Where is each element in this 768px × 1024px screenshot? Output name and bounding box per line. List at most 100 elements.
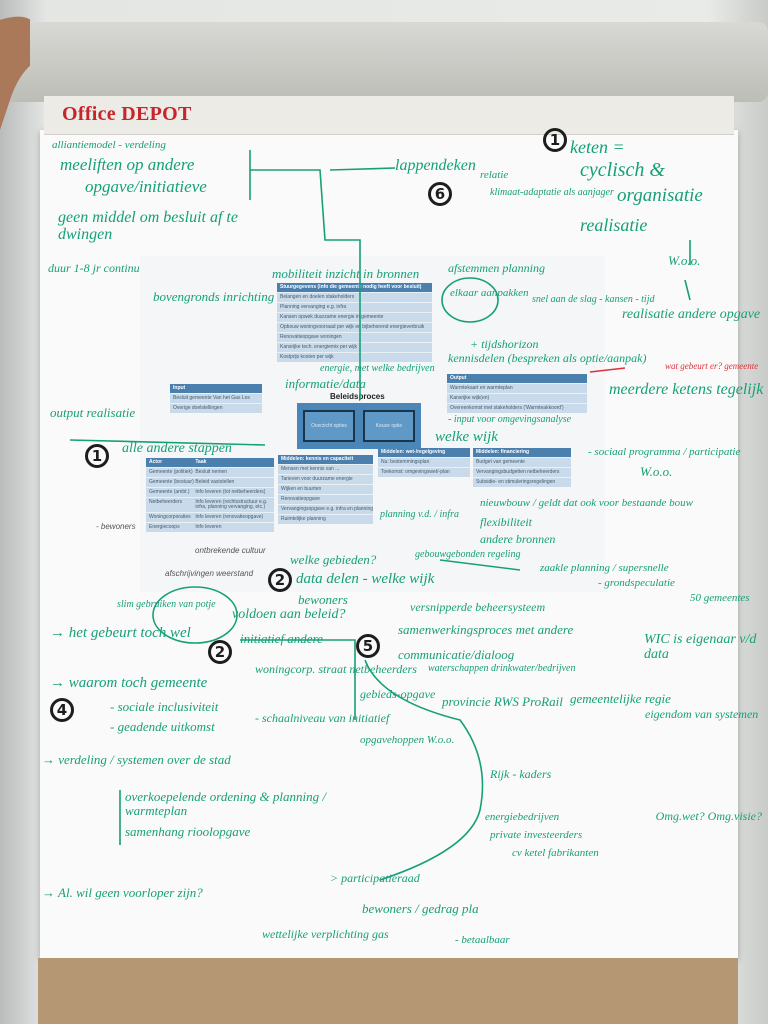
handwritten-note: flexibiliteit	[480, 515, 532, 529]
handwritten-note: eigendom van systemen	[645, 707, 759, 721]
brand-logo: Office DEPOT	[62, 103, 192, 125]
table-row: Wijken en buurten	[278, 484, 373, 494]
handwritten-note: keten =	[570, 137, 625, 157]
handwritten-note: W.o.o.	[640, 464, 673, 479]
handwritten-note: welke wijk	[435, 429, 498, 445]
handwritten-note: → waarom toch gemeente	[50, 675, 208, 691]
table-row: Kansrijke wijk(en)	[447, 393, 587, 403]
handwritten-note: overkoepelende ordening & planning / war…	[125, 789, 326, 818]
process-step: Keuze optie	[363, 410, 415, 442]
handwritten-note: kennisdelen (bespreken als optie/aanpak)	[448, 351, 647, 365]
table-row: Renovatieopgave woningen	[277, 332, 432, 342]
table-row: Budget van gemeente	[473, 457, 571, 467]
handwritten-note: alliantiemodel - verdeling	[52, 139, 166, 151]
handwritten-note: woningcorp. straat netbeheerders	[255, 662, 417, 676]
handwritten-note: meeliften op andere	[60, 155, 195, 174]
handwritten-note: gemeentelijke regie	[570, 691, 671, 706]
circled-number: 6	[428, 182, 452, 206]
arrow-line	[69, 439, 266, 446]
handwritten-note: W.o.o.	[668, 253, 701, 268]
process-step: Overzicht opties	[303, 410, 355, 442]
table-row: Woningcorporaties Info leveren (renovatie…	[146, 512, 274, 522]
table-row: Warmtekaart en warmteplan	[447, 383, 587, 393]
handwritten-note: opgavehoppen W.o.o.	[360, 734, 455, 746]
table-row: Renovatieopgave	[278, 494, 373, 504]
arrow-line	[240, 639, 356, 720]
handwritten-note: wettelijke verplichting gas	[262, 927, 389, 941]
handwritten-note: waterschappen drinkwater/bedrijven	[428, 663, 576, 674]
handwritten-note: afstemmen planning	[448, 261, 545, 275]
handwritten-note: planning v.d. / infra	[380, 509, 459, 520]
handwritten-note: klimaat-adaptatie als aanjager	[490, 187, 614, 198]
circled-number: 4	[50, 698, 74, 722]
bracket-line	[249, 150, 396, 400]
handwritten-note: zaakle planning / supersnelle	[540, 562, 669, 574]
cardboard-backing	[38, 958, 738, 1024]
red-arrow	[589, 367, 626, 373]
table-header: Middelen: kennis en capaciteit	[278, 455, 373, 464]
table-row: Gemeente (bestuur)Beleid vaststellen	[146, 477, 274, 487]
handwritten-note: afschrijvingen weerstand	[165, 569, 254, 578]
table-header: Output	[447, 374, 587, 383]
table-cell: Info leveren (renovatieopgave)	[195, 514, 264, 520]
handwritten-note: samenhang rioolopgave	[125, 824, 251, 839]
table-row: Subsidie- en stimuleringsregelingen	[473, 477, 571, 487]
table-cell: Woningcorporaties	[149, 514, 191, 520]
handwritten-note: opgave/initiatieve	[85, 177, 207, 196]
handwritten-note: energiebedrijven	[485, 811, 560, 823]
table-row: Nu: bestemmingsplan	[378, 457, 470, 467]
circled-number: 1	[85, 444, 109, 468]
handwritten-note: output realisatie	[50, 405, 136, 420]
table-cell: Besluit nemen	[195, 469, 228, 475]
handwritten-note: + tijdshorizon	[470, 337, 539, 351]
handwritten-note: bewoners / gedrag pla	[362, 901, 479, 916]
handwritten-note: provincie RWS ProRail	[442, 694, 563, 709]
table-cell: Beleid vaststellen	[195, 479, 235, 485]
handwritten-note: welke gebieden?	[290, 552, 377, 567]
circled-number: 2	[268, 568, 292, 592]
handwritten-note: duur 1-8 jr continu	[48, 261, 140, 275]
table-cell: Info leveren (tot netbeheerders)	[195, 489, 266, 495]
handwritten-note: andere bronnen	[480, 532, 556, 546]
handwritten-note: bovengronds inrichting	[153, 289, 275, 304]
table-row: Mensen met kennis van ...	[278, 464, 373, 474]
table-header: Stuurgegevens (info die gemeente nodig h…	[277, 283, 432, 292]
handwritten-note: - grondspeculatie	[598, 577, 675, 589]
table-row: Belangen en doelen stakeholders	[277, 292, 432, 302]
table-row: Overige doelstellingen	[170, 403, 262, 413]
table-row: Besluit gemeente Van het Gas Los	[170, 393, 262, 403]
handwritten-note: > participatieraad	[330, 871, 420, 885]
hand	[0, 16, 30, 130]
table-cell: Gemeente (ambt.)	[149, 489, 190, 495]
handwritten-note: alle andere stappen	[122, 441, 232, 456]
handwritten-note: → Al. wil geen voorloper zijn?	[42, 885, 203, 900]
table-row: Vervangingsopgave e.g. infra en planning	[278, 504, 373, 514]
printed-table-stuurgegevens: Stuurgegevens (info die gemeente nodig h…	[277, 283, 432, 362]
handwritten-note: cyclisch &	[580, 159, 665, 181]
handwritten-note: wat gebeurt er? gemeente	[665, 361, 759, 371]
handwritten-note: private investeerders	[490, 829, 583, 841]
handwritten-note: organisatie	[617, 185, 703, 206]
table-row: Kansrijke tech. energiemix per wijk	[277, 342, 432, 352]
circled-number: 2	[208, 640, 232, 664]
table-row: Gemeente (politiek)Besluit nemen	[146, 467, 274, 477]
handwritten-note: data delen - welke wijk	[296, 571, 435, 587]
table-row: Vervangingsbudgetten netbeheerders	[473, 467, 571, 477]
table-row: Opbouw woningvoorraad per wijk en bijbeh…	[277, 322, 432, 332]
handwritten-note: Rijk - kaders	[490, 767, 552, 781]
curve-line	[364, 659, 484, 881]
handwritten-note: - geadende uitkomst	[110, 719, 215, 734]
table-cell: Netbeheerders	[149, 499, 183, 505]
handwritten-note: nieuwbouw / geldt dat ook voor bestaande…	[480, 497, 693, 509]
handwritten-note: - input voor omgevingsanalyse	[448, 414, 572, 425]
column-header: Taak	[195, 459, 207, 465]
handwritten-note: snel aan de slag - kansen - tijd	[532, 294, 655, 305]
handwritten-note: - schaalniveau van initiatief	[255, 711, 390, 725]
handwritten-note: communicatie/dialoog	[398, 647, 515, 662]
handwritten-note: informatie/data	[285, 376, 366, 391]
